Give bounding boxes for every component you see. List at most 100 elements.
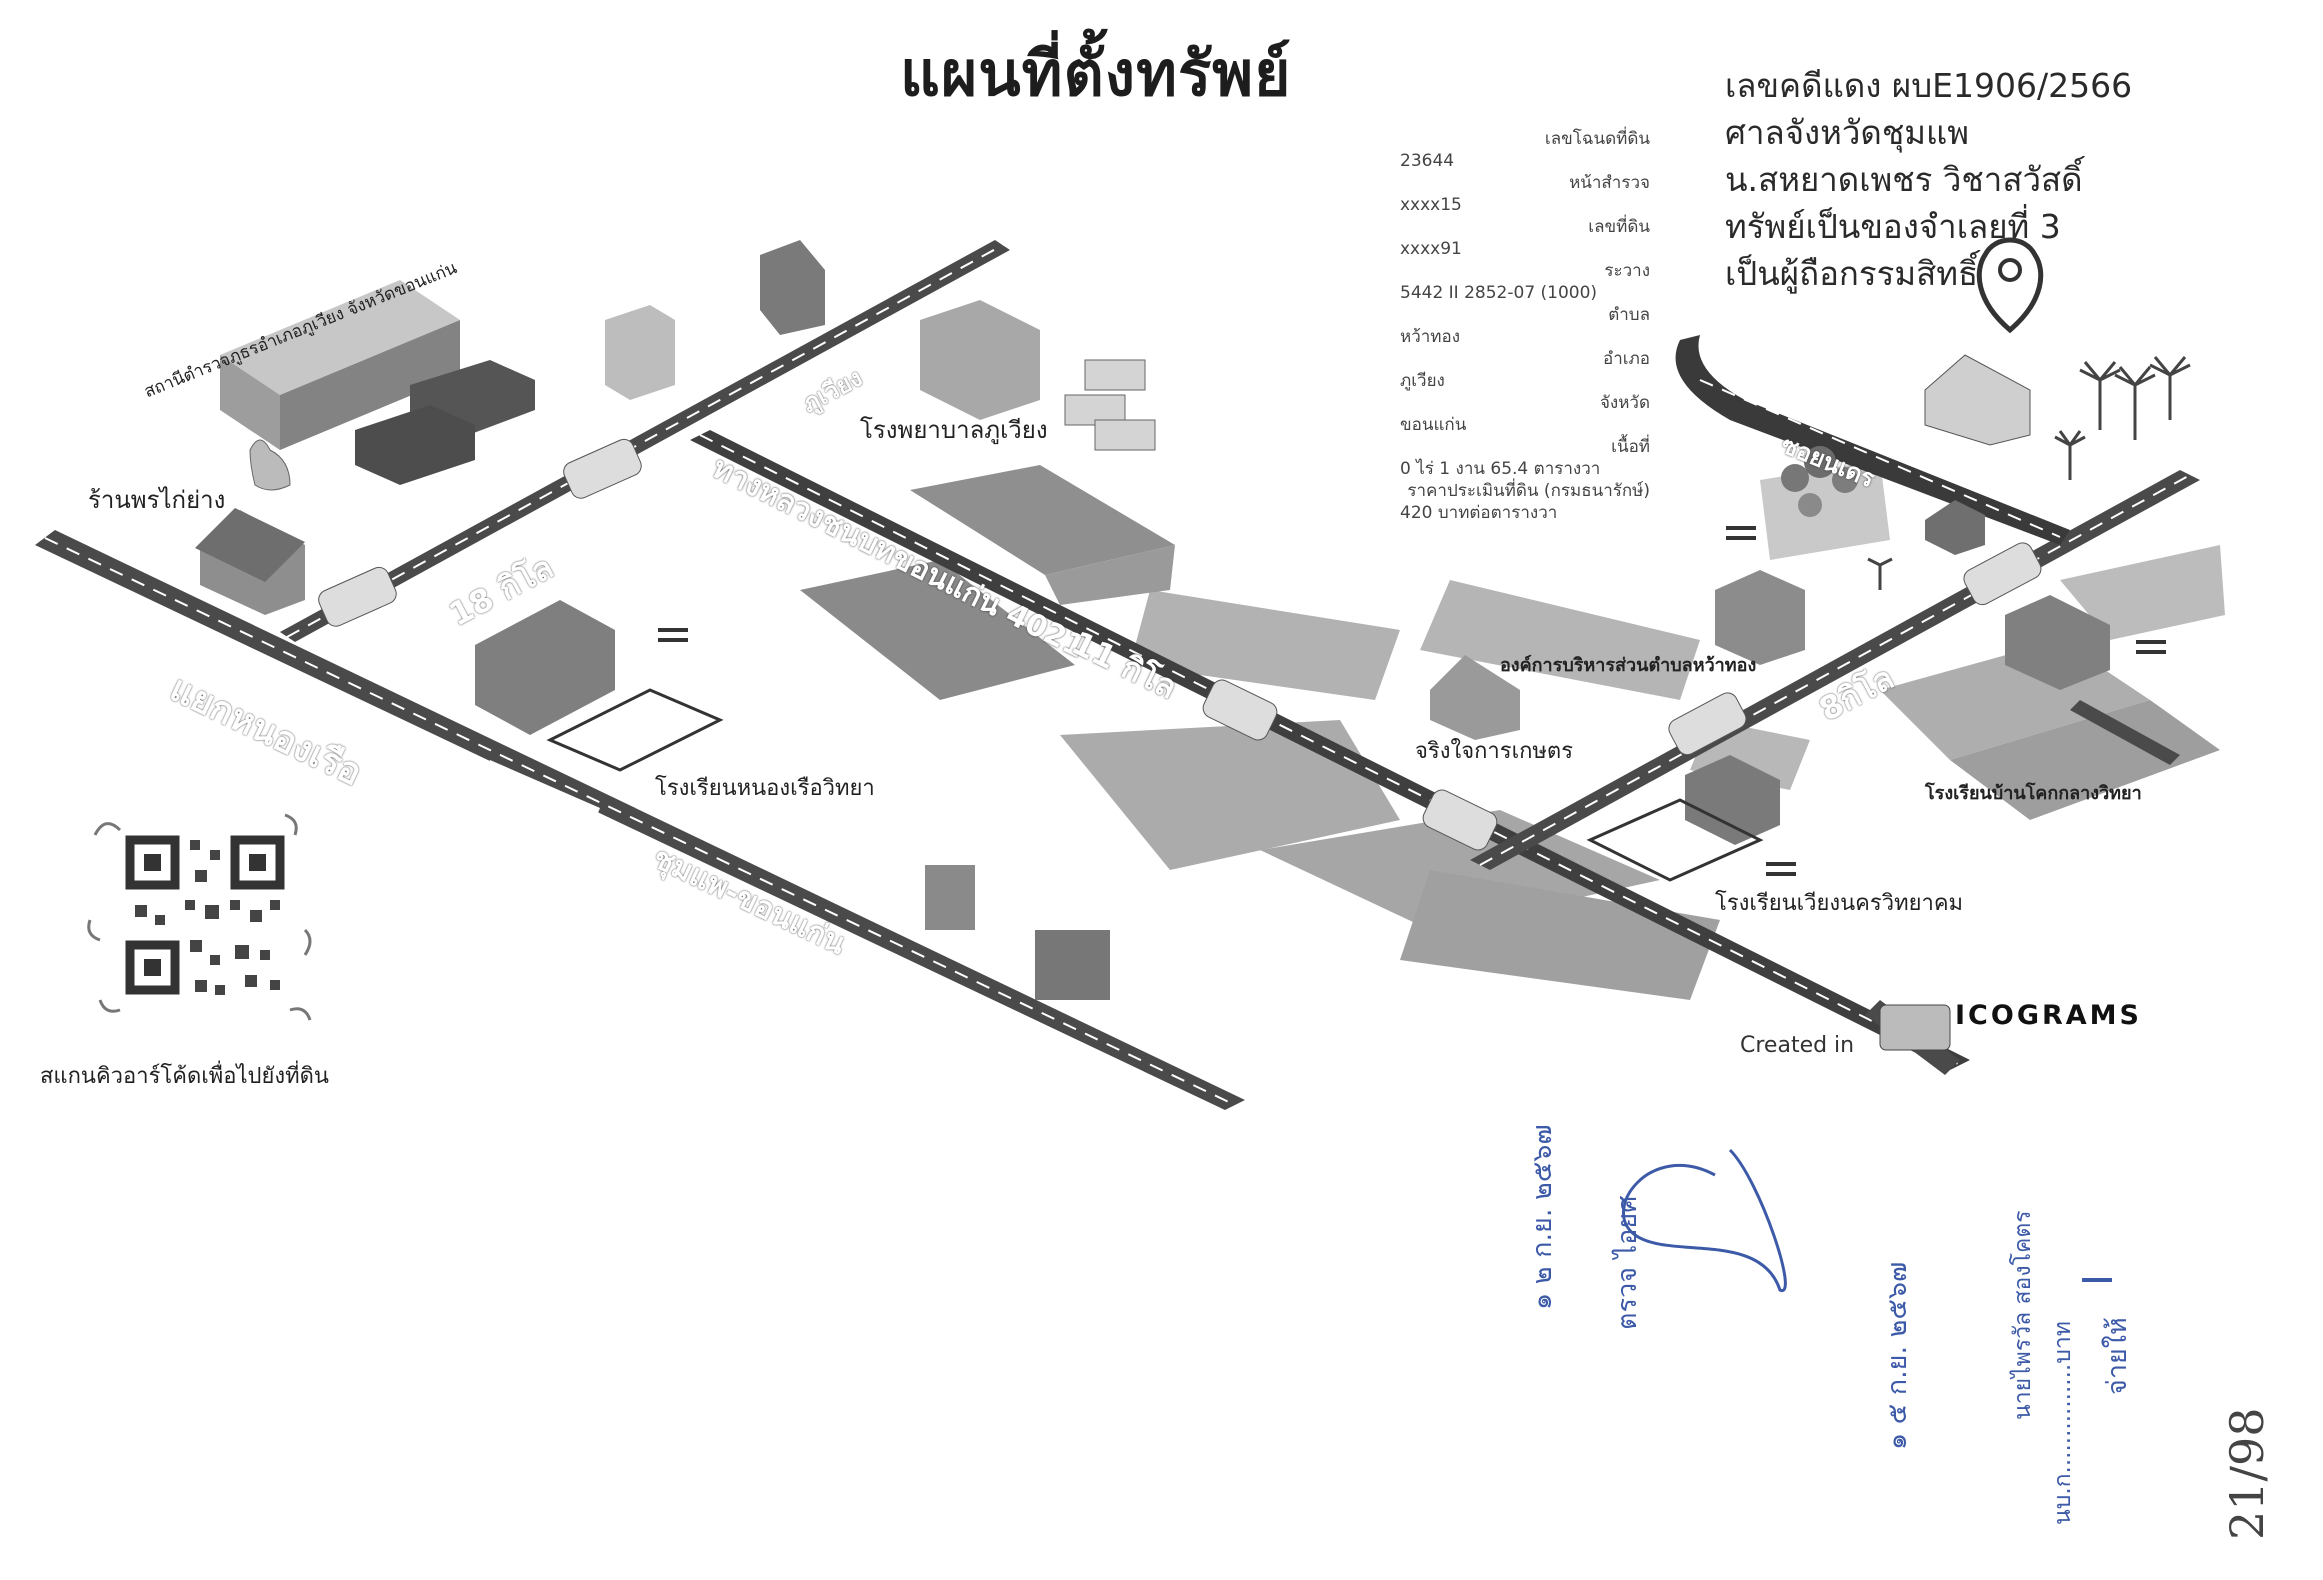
palm-trees	[1867, 356, 2191, 590]
stamp-date-1: ๑ ๒ ก.ย. ๒๕๖๗	[1527, 1124, 1558, 1310]
case-line: ศาลจังหวัดชุมแพ	[1725, 113, 1970, 152]
label-school-bankhok: โรงเรียนบ้านโคกกลางวิทยา	[1925, 783, 2142, 804]
road-soi	[1675, 335, 2070, 545]
school-building	[2005, 595, 2110, 690]
area: 0 ไร่ 1 งาน 65.4 ตารางวา	[1400, 459, 1601, 479]
survey-page-label: หน้าสำรวจ	[1569, 173, 1650, 193]
car	[1202, 679, 1278, 741]
truck	[1879, 1004, 1951, 1051]
land-no-label: เลขที่ดิน	[1588, 217, 1650, 237]
car	[318, 566, 397, 627]
buildings	[195, 237, 2191, 1051]
land-no: xxxx91	[1400, 239, 1462, 259]
car	[1963, 542, 2042, 606]
sao-building	[1715, 570, 1805, 665]
province: ขอนแก่น	[1400, 415, 1467, 435]
district-label: อำเภอ	[1603, 349, 1650, 369]
label-sao-office: องค์การบริหารส่วนตำบลหว้าทอง	[1500, 655, 1757, 676]
credit-brand: ICOGRAMS	[1955, 1000, 2142, 1031]
crop-fields	[800, 465, 1175, 700]
house-top	[760, 240, 825, 335]
lane-arrow	[880, 302, 928, 333]
tree	[1804, 446, 1836, 478]
label-school-wiang: โรงเรียนเวียงนครวิทยาคม	[1715, 891, 1964, 916]
parcel	[1950, 700, 2220, 820]
location-pin-icon	[1976, 237, 2044, 334]
stamp-amount: นบ.ก...............บาท	[2050, 1321, 2076, 1525]
road-branch	[2070, 700, 2180, 765]
police-building	[220, 280, 460, 395]
basketball-court	[1586, 798, 1764, 882]
school-building	[1685, 755, 1780, 845]
label-hospital: โรงพยาบาลภูเวียง	[860, 416, 1048, 444]
tree	[1832, 467, 1858, 493]
stamp-name-1: ตรวจ ไอยศ	[1612, 1195, 1643, 1330]
ambulance	[1094, 419, 1156, 451]
farm-shop-building	[1430, 655, 1520, 740]
label-farm-shop: จริงใจการเกษตร	[1415, 739, 1574, 764]
police-building-side	[280, 320, 460, 450]
subdistrict: หว้าทอง	[1400, 327, 1461, 347]
credit-created-in: Created in	[1740, 1033, 1855, 1058]
parcel	[1060, 720, 1400, 870]
deed-no: 23644	[1400, 151, 1455, 171]
qr-caption: สแกนคิวอาร์โค้ดเพื่อไปยังที่ดิน	[40, 1064, 329, 1089]
property-info: เลขโฉนดที่ดิน 23644 หน้าสำรวจ xxxx15 เลข…	[1400, 128, 1650, 524]
page-title: แผนที่ตั้งทรัพย์	[900, 37, 1292, 110]
case-line: น.สหยาดเพชร วิชาสวัสดิ์	[1725, 160, 2083, 199]
lane-arrow	[916, 978, 1055, 1050]
land-parcels	[1060, 460, 2225, 1000]
location-pin-dot	[1998, 258, 2022, 282]
label-grilled-chicken: ร้านพรไก่ย่าง	[88, 486, 226, 514]
markers	[658, 526, 2166, 876]
appraisal-label: ราคาประเมินที่ดิน (กรมธนารักษ์)	[1407, 481, 1650, 501]
stamp-date-2: ๑ ๕ ก.ย. ๒๕๖๗	[1882, 1261, 1913, 1450]
appraisal: 420 บาทต่อตารางวา	[1400, 503, 1558, 523]
parcel	[1400, 870, 1720, 1000]
parcel	[1420, 580, 1700, 700]
label-school-nongruea: โรงเรียนหนองเรือวิทยา	[655, 776, 875, 801]
case-info: เลขคดีแดง ผบE1906/2566 ศาลจังหวัดชุมแพ น…	[1725, 62, 2132, 297]
car	[1668, 692, 1747, 756]
stamp-name-3: นายไพรวัล สองโคตร	[2010, 1210, 2036, 1420]
signature	[1622, 1148, 1787, 1292]
school-building	[475, 600, 615, 735]
parcel	[1130, 590, 1400, 700]
map-sheet-label: ระวาง	[1604, 261, 1650, 281]
building-block	[605, 305, 675, 400]
stamp-pay-to: จ่ายให้	[2102, 1317, 2133, 1395]
deed-no-label: เลขโฉนดที่ดิน	[1544, 129, 1650, 149]
lane-arrow	[486, 760, 600, 818]
house-roof	[195, 508, 305, 582]
case-line: ทรัพย์เป็นของจำเลยที่ 3	[1725, 207, 2061, 246]
police-building-front	[220, 355, 280, 450]
province-label: จังหวัด	[1599, 393, 1650, 413]
subdistrict-label: ตำบล	[1608, 305, 1650, 325]
goose-icon	[249, 439, 291, 491]
ambulance	[1084, 359, 1146, 391]
house	[1925, 500, 1985, 555]
car	[1422, 789, 1498, 851]
crop-field	[800, 560, 1075, 700]
qr-code	[87, 813, 312, 1021]
property-house	[1924, 354, 2031, 446]
tree	[1798, 493, 1822, 517]
parcel	[2060, 545, 2225, 640]
basketball-court	[546, 688, 724, 772]
area-label: เนื้อที่	[1611, 437, 1650, 457]
apartment-block	[1035, 930, 1110, 1000]
hospital-building	[920, 300, 1040, 420]
district: ภูเวียง	[1400, 371, 1445, 391]
crop-field	[1045, 545, 1175, 605]
tree	[1781, 464, 1809, 492]
map-sheet: 5442 II 2852-07 (1000)	[1400, 283, 1598, 303]
crop-field	[910, 465, 1175, 575]
survey-page: xxxx15	[1400, 195, 1462, 215]
case-line: เป็นผู้ถือกรรมสิทธิ์	[1725, 254, 1979, 293]
case-line: เลขคดีแดง ผบE1906/2566	[1725, 66, 2133, 105]
bus	[355, 405, 475, 485]
apartment-block	[925, 865, 975, 930]
handwritten-note: 21/98	[2220, 1407, 2274, 1540]
car	[563, 438, 642, 499]
